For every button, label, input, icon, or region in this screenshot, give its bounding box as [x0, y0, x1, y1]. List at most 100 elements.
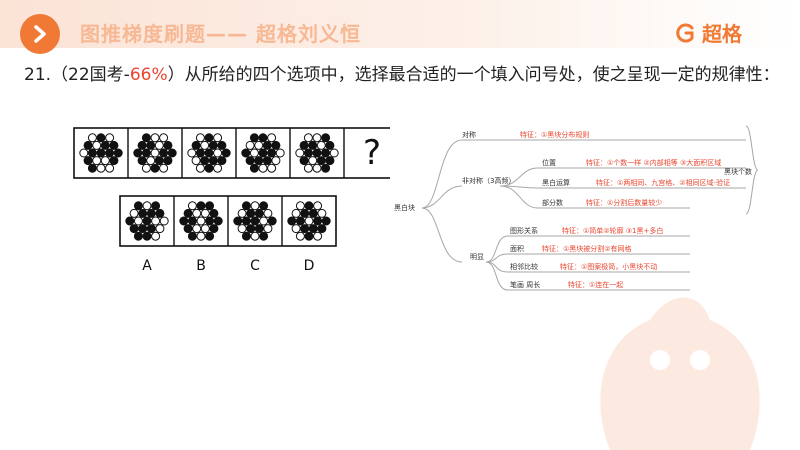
- option-label-b[interactable]: B: [196, 258, 206, 274]
- row-figure-1-dot: [109, 140, 119, 150]
- row-figure-4-dot: [271, 156, 281, 166]
- row-figure-4-dot: [267, 133, 277, 143]
- row-figure-2-dot: [159, 133, 169, 143]
- connector: [499, 185, 539, 209]
- row-figure-5-dot: [312, 163, 322, 173]
- question-row: ?: [73, 127, 390, 179]
- connector: [421, 139, 463, 209]
- row-figure-5-dot: [321, 133, 331, 143]
- row-figure-4-dot: [254, 156, 264, 166]
- row-figure-3-dot: [213, 133, 223, 143]
- row-figure-2-dot: [146, 140, 156, 150]
- option-figure-c-dot: [246, 224, 256, 234]
- row-figure-4-dot: [267, 163, 277, 173]
- option-figure-b-dot: [187, 231, 197, 241]
- option-figure-a-dot: [138, 208, 148, 218]
- row-figure-2-dot: [159, 148, 169, 158]
- puzzle-figure: ? A B C D: [64, 122, 390, 278]
- row-figure-2-dot: [141, 148, 151, 158]
- option-figure-d-dot: [295, 231, 305, 241]
- option-figure-d-dot: [308, 224, 318, 234]
- connector: [485, 261, 509, 291]
- mascot-watermark: [600, 297, 760, 450]
- row-figure-5-dot: [312, 148, 322, 158]
- option-figure-b-dot: [196, 201, 206, 211]
- option-figure-a-dot: [146, 224, 156, 234]
- row-figure-1-dot: [87, 133, 97, 143]
- row-figure-5-dot: [321, 148, 331, 158]
- option-figure-b-dot: [209, 224, 219, 234]
- option-figure-d-dot: [313, 216, 323, 226]
- option-figure-c-dot: [250, 216, 260, 226]
- hex-dot-patterns: [79, 133, 339, 241]
- option-figure-a-dot: [125, 216, 135, 226]
- option-figure-a-dot: [133, 201, 143, 211]
- row-figure-4-dot: [258, 133, 268, 143]
- row-figure-5-dot: [312, 133, 322, 143]
- row-figure-2-dot: [163, 140, 173, 150]
- option-figure-a-dot: [151, 216, 161, 226]
- option-figure-b-dot: [187, 201, 197, 211]
- connector: [421, 185, 463, 209]
- row-figure-2-dot: [137, 156, 147, 166]
- option-figure-a-dot: [142, 216, 152, 226]
- row-figure-2-dot: [167, 148, 177, 158]
- row-figure-1-dot: [83, 140, 93, 150]
- row-figure-5-dot: [325, 140, 335, 150]
- sub-branch-feature: 特征：①黑块被分割②有网格: [542, 244, 632, 253]
- option-figure-b-dot: [192, 224, 202, 234]
- option-label-c[interactable]: C: [250, 258, 260, 274]
- row-figure-3-dot: [204, 148, 214, 158]
- mindmap-connectors: [421, 125, 759, 291]
- row-figure-5-dot: [303, 133, 313, 143]
- option-figure-b-dot: [183, 224, 193, 234]
- row-figure-4-dot: [275, 148, 285, 158]
- row-figure-4-dot: [267, 148, 277, 158]
- option-figure-d-dot: [304, 201, 314, 211]
- branch-feature: 特征：①黑块分布规则: [520, 130, 589, 139]
- branch-label: 非对称（3高频）: [462, 176, 515, 185]
- sub-branch-label: 部分数: [542, 198, 563, 207]
- option-figure-b-dot: [179, 216, 189, 226]
- option-figure-b-dot: [200, 208, 210, 218]
- row-figure-1-dot: [105, 148, 115, 158]
- question-row-frame: [73, 127, 390, 179]
- option-figure-a-dot: [159, 216, 169, 226]
- connector: [485, 235, 509, 263]
- row-figure-3-dot: [221, 148, 231, 158]
- row-figure-5-dot: [308, 156, 318, 166]
- connector: [485, 261, 509, 273]
- sub-branch-label: 位置: [542, 158, 556, 167]
- row-figure-5-dot: [303, 163, 313, 173]
- option-label-d[interactable]: D: [304, 258, 315, 274]
- option-figure-c-dot: [263, 208, 273, 218]
- row-figure-1-dot: [87, 148, 97, 158]
- option-figure-d-dot: [304, 216, 314, 226]
- option-figure-c-dot: [259, 216, 269, 226]
- option-figure-a-dot: [133, 231, 143, 241]
- option-label-a[interactable]: A: [142, 258, 152, 274]
- option-figure-d-dot: [313, 201, 323, 211]
- option-figure-c-dot: [250, 201, 260, 211]
- question-source-open: （22国考-: [51, 65, 130, 85]
- row-figure-5-dot: [329, 148, 339, 158]
- row-figure-1-dot: [105, 133, 115, 143]
- logo-text: 超格: [702, 22, 742, 46]
- row-figure-2-dot: [159, 163, 169, 173]
- row-figure-5-dot: [325, 156, 335, 166]
- row-figure-1-dot: [109, 156, 119, 166]
- row-figure-4-dot: [258, 163, 268, 173]
- row-figure-4-dot: [249, 148, 259, 158]
- row-figure-1-dot: [96, 148, 106, 158]
- row-figure-4-dot: [249, 133, 259, 143]
- row-figure-3-dot: [195, 163, 205, 173]
- row-figure-1-dot: [87, 163, 97, 173]
- option-figure-d-dot: [287, 216, 297, 226]
- option-figure-c-dot: [237, 208, 247, 218]
- row-figure-2-dot: [146, 156, 156, 166]
- row-figure-5-dot: [308, 140, 318, 150]
- option-figure-b-dot: [213, 216, 223, 226]
- option-figure-c-dot: [267, 216, 277, 226]
- sub-branch-feature: 特征：①图案极简，小黑块不动: [560, 262, 657, 271]
- option-figure-a-dot: [129, 224, 139, 234]
